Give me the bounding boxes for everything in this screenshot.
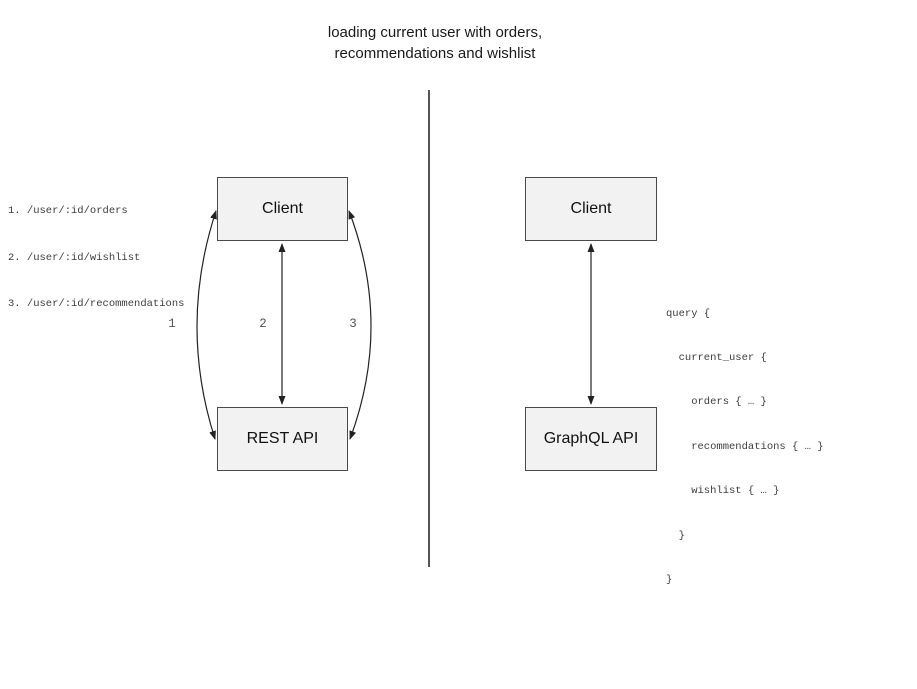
graphql-query-block: query { current_user { orders { … } reco… [666,277,824,617]
graphql-client-label: Client [570,200,612,217]
query-line-orders: orders { … } [666,396,767,409]
query-line-close: } [666,573,673,586]
arrow-label-3: 3 [349,317,357,331]
arrow-label-1: 1 [168,317,176,331]
query-line-recommendations: recommendations { … } [666,440,824,453]
endpoint-line-recommendations: 3. /user/:id/recommendations [8,298,185,310]
query-line-inner-close: } [666,529,685,542]
endpoint-line-wishlist: 2. /user/:id/wishlist [8,251,141,264]
query-line-open: query { [666,307,711,320]
rest-client-label: Client [262,200,303,217]
rest-endpoints-list: 1. /user/:id/orders 2. /user/:id/wishlis… [8,173,184,344]
graphql-client-box: Client [525,177,657,241]
graphql-api-box: GraphQL API [525,407,657,471]
query-line-current-user: current_user { [666,351,767,364]
endpoint-line-orders: 1. /user/:id/orders [8,205,128,217]
arrow-label-2: 2 [259,317,267,331]
diagram-title: loading current user with orders, recomm… [135,22,735,64]
title-line-1: loading current user with orders, [327,24,543,41]
panel-divider [428,90,430,567]
rest-api-label: REST API [246,430,319,447]
graphql-api-label: GraphQL API [543,430,639,447]
rest-api-box: REST API [217,407,348,471]
title-line-2: recommendations and wishlist [334,45,536,62]
query-line-wishlist: wishlist { … } [666,485,780,498]
rest-arrow-1-curve [196,210,217,440]
rest-client-box: Client [217,177,348,241]
